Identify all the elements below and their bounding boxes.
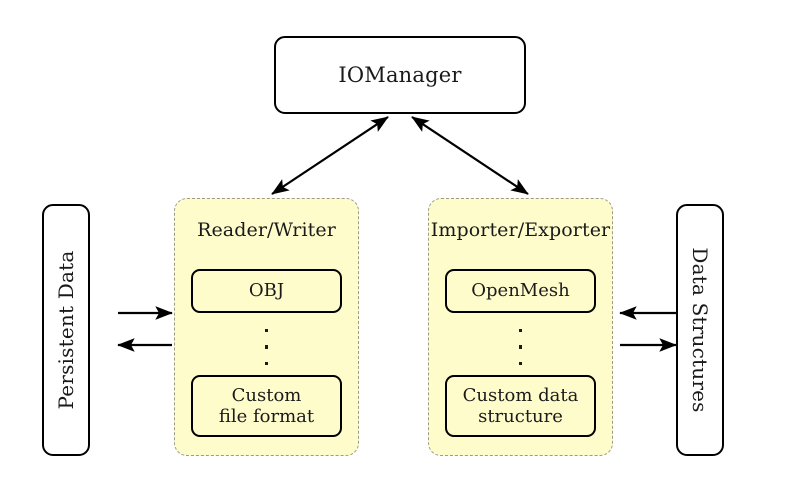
panel-importer-exporter-title: Importer/Exporter: [430, 219, 611, 241]
importer-exporter-ellipsis-icon: [429, 329, 612, 365]
reader-writer-item-custom-file-format[interactable]: Custom file format: [191, 375, 342, 437]
reader-writer-item-obj-label: OBJ: [248, 280, 285, 302]
importer-exporter-item-custom-line2: structure: [478, 406, 563, 427]
iomanager-label: IOManager: [338, 63, 462, 87]
importer-exporter-item-openmesh[interactable]: OpenMesh: [445, 269, 596, 313]
panel-reader-writer[interactable]: Reader/Writer OBJ Custom file format: [174, 198, 359, 456]
importer-exporter-item-custom-data-structure[interactable]: Custom data structure: [445, 375, 596, 437]
reader-writer-item-obj[interactable]: OBJ: [191, 269, 342, 313]
iomanager-node[interactable]: IOManager: [274, 36, 526, 114]
reader-writer-item-custom-line1: Custom: [231, 384, 302, 406]
panel-reader-writer-title: Reader/Writer: [197, 219, 336, 241]
persistent-data-node[interactable]: Persistent Data: [42, 204, 90, 456]
importer-exporter-item-custom-line1: Custom data: [462, 384, 579, 406]
persistent-data-label: Persistent Data: [54, 250, 78, 410]
data-structures-node[interactable]: Data Structures: [676, 204, 724, 456]
arrow-importerexporter-iomanager: [411, 116, 529, 195]
arrow-readerwriter-iomanager: [271, 116, 389, 195]
reader-writer-ellipsis-icon: [175, 329, 358, 365]
reader-writer-item-custom-line2: file format: [218, 406, 315, 427]
importer-exporter-item-openmesh-label: OpenMesh: [471, 280, 570, 302]
panel-importer-exporter[interactable]: Importer/Exporter OpenMesh Custom data s…: [428, 198, 613, 456]
data-structures-label: Data Structures: [688, 247, 712, 413]
